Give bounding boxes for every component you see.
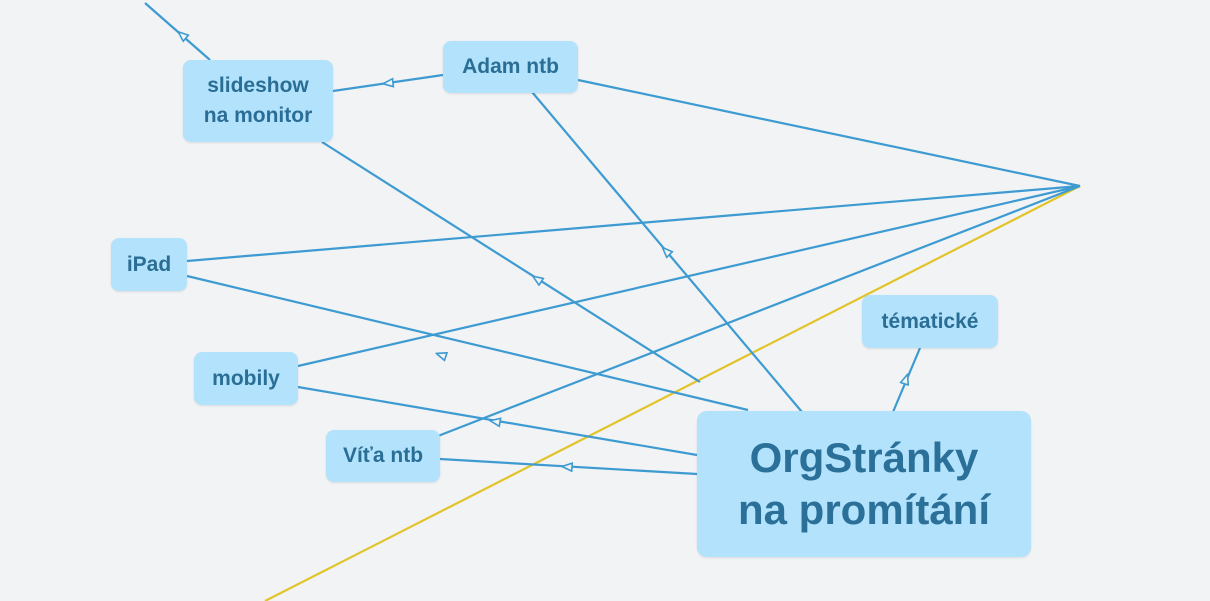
- central-topic[interactable]: OrgStránky na promítání: [697, 411, 1031, 557]
- topic-adam-ntb[interactable]: Adam ntb: [443, 41, 578, 93]
- link-adam-to-hub: [577, 78, 1081, 188]
- topic-mobily[interactable]: mobily: [194, 352, 298, 405]
- link-slideshow-up: [144, 2, 211, 61]
- link-ipad-to-hub: [186, 184, 1081, 263]
- link-vita-to-hub: [437, 184, 1081, 438]
- arrow-central-to-ipad: [441, 355, 444, 356]
- accent-connector-line: [264, 185, 1081, 601]
- link-central-to-ipad: [186, 274, 749, 412]
- topic-tematicke[interactable]: tématické: [862, 295, 998, 348]
- topic-label: iPad: [126, 252, 172, 276]
- topic-vita-ntb[interactable]: Víťa ntb: [326, 430, 440, 482]
- central-topic-label: OrgStránky na promítání: [737, 434, 991, 533]
- topic-ipad[interactable]: iPad: [111, 238, 187, 291]
- topic-label: tématické: [881, 309, 979, 333]
- topic-label: Adam ntb: [462, 55, 559, 78]
- link-central-to-slideshow: [321, 141, 701, 383]
- link-central-to-tematicke: [891, 347, 922, 413]
- link-adam-to-slideshow: [332, 73, 444, 93]
- topic-label: slideshow na monitor: [203, 74, 313, 127]
- link-mobily-to-hub: [297, 184, 1081, 368]
- link-central-to-vita: [439, 457, 698, 476]
- link-central-to-adam: [531, 91, 803, 413]
- topic-label: Víťa ntb: [342, 444, 424, 467]
- topic-label: mobily: [212, 366, 280, 390]
- topic-slideshow[interactable]: slideshow na monitor: [183, 60, 333, 142]
